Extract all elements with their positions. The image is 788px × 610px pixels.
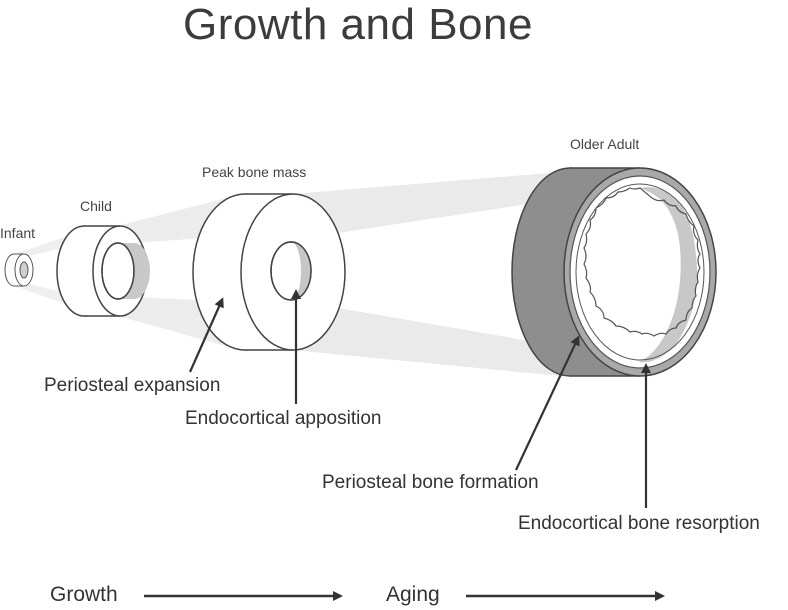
label-periosteal-expansion: Periosteal expansion <box>44 375 221 396</box>
child-bone <box>56 225 150 317</box>
peak-bone <box>192 193 346 351</box>
arrow-periosteal-expansion <box>188 297 224 373</box>
label-endocortical-bone-resorption: Endocortical bone resorption <box>518 513 760 534</box>
older-adult-bone <box>511 167 717 377</box>
stage-label-child: Child <box>80 198 112 214</box>
stage-label-infant: Infant <box>0 225 36 241</box>
timeline-label-growth: Growth <box>50 583 118 606</box>
callout-arrows <box>188 289 651 508</box>
arrow-periosteal-bone-formation <box>515 335 580 471</box>
stage-label-peak: Peak bone mass <box>202 164 307 180</box>
page-title: Growth and Bone <box>183 0 533 49</box>
label-periosteal-bone-formation: Periosteal bone formation <box>322 472 539 493</box>
label-endocortical-apposition: Endocortical apposition <box>185 408 382 429</box>
infant-bone <box>4 253 34 287</box>
stage-label-older-adult: Older Adult <box>570 136 640 152</box>
timeline-label-aging: Aging <box>386 583 440 606</box>
